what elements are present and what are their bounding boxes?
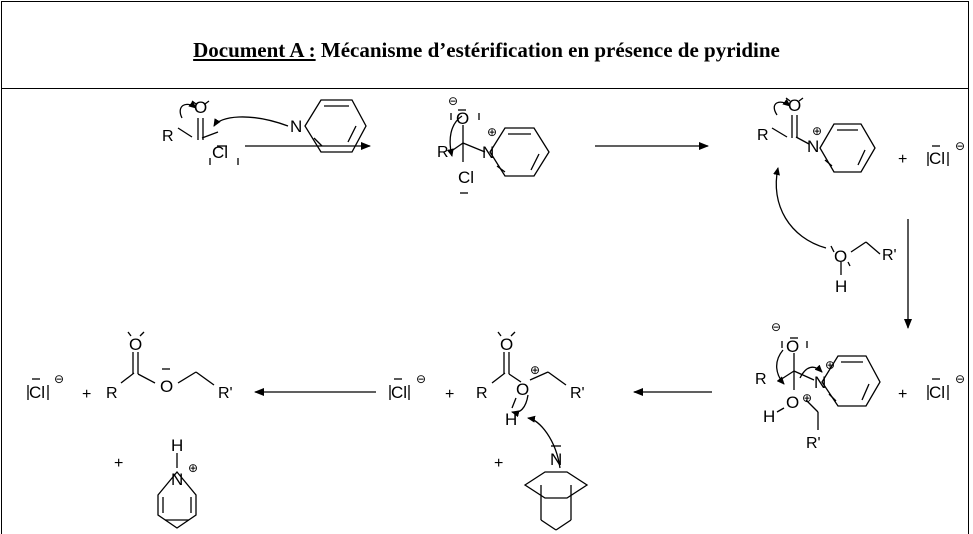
label-n-5: N [550,450,562,469]
ester-product [120,331,215,386]
label-r-6: R [106,385,118,402]
charge-minus-5: ⊖ [416,372,426,386]
pyridine-reactant [213,99,367,153]
label-h-2: H [763,407,775,426]
label-cl-1: Cl [212,143,228,162]
protonated-ester [491,331,567,418]
label-o-7: O [500,335,513,354]
label-r-5: R [476,385,488,402]
label-cl-6: Cl [29,383,45,402]
charge-minus-1: ⊖ [448,94,458,108]
label-o-8: O [516,380,529,399]
label-r-2: R [437,144,449,161]
label-o-5: O [786,337,799,356]
plus-sign-5: + [82,386,91,403]
charge-minus-3: ⊖ [771,320,781,334]
label-rp-4: R' [218,385,233,402]
acyl-chloride [177,100,239,165]
label-rp-1: R' [882,247,897,264]
acylpyridinium [771,97,876,173]
plus-sign-1: + [898,151,907,168]
label-h-4: H [171,436,183,455]
plus-sign-3: + [445,386,454,403]
atom-labels: R O Cl N ⊖ O R ⊕ N Cl R O N ⊕ + Cl ⊖ O H… [29,94,965,489]
label-o-2: O [456,109,469,128]
charge-minus-6: ⊖ [54,372,64,386]
tetrahedral-intermediate-1 [446,109,550,194]
charge-minus-2: ⊖ [955,139,965,153]
label-r-3: R [757,127,769,144]
label-cl-2: Cl [458,168,474,187]
label-h-3: H [505,410,517,429]
tetrahedral-intermediate-2 [776,337,881,430]
alcohol-nucleophile [773,167,881,275]
label-rp-3: R' [570,385,585,402]
plus-sign-2: + [898,386,907,403]
charge-plus-2: ⊕ [812,124,822,138]
plus-sign-4: + [494,455,503,472]
chloride-ion-4 [27,378,49,400]
title-text: Mécanisme d’estérification en présence d… [315,38,780,62]
charge-minus-4: ⊖ [955,372,965,386]
label-o-3: O [788,96,801,115]
pyridinium-product [157,453,197,529]
chloride-ion-2 [927,378,949,400]
label-o-9: O [129,335,142,354]
header-divider [1,88,969,89]
charge-plus-4: ⊕ [802,391,812,405]
page-title: Document A : Mécanisme d’estérification … [0,38,973,63]
label-n-3: N [807,137,819,156]
label-n-2: N [482,143,494,162]
label-o-1: O [194,98,207,117]
label-rp-2: R' [806,435,821,452]
charge-plus-1: ⊕ [487,125,497,139]
label-o-4: O [834,247,847,266]
label-cl-3: Cl [929,149,945,168]
charge-plus-5: ⊕ [530,363,540,377]
title-label: Document A : [193,38,316,62]
label-n-1: N [290,117,302,136]
chloride-ion-3 [389,378,410,400]
label-n-6: N [171,470,183,489]
charge-plus-3: ⊕ [825,358,835,372]
label-cl-4: Cl [929,383,945,402]
label-r-1: R [162,128,174,145]
pyridine-base [523,415,589,531]
charge-plus-6: ⊕ [188,461,198,475]
label-cl-5: Cl [391,383,407,402]
plus-sign-6: + [114,455,123,472]
chloride-ion-1 [927,145,949,166]
label-o-10: O [160,377,173,396]
label-o-6: O [786,393,799,412]
label-h-1: H [835,277,847,296]
label-r-4: R [755,371,767,388]
label-n-4: N [814,373,826,392]
